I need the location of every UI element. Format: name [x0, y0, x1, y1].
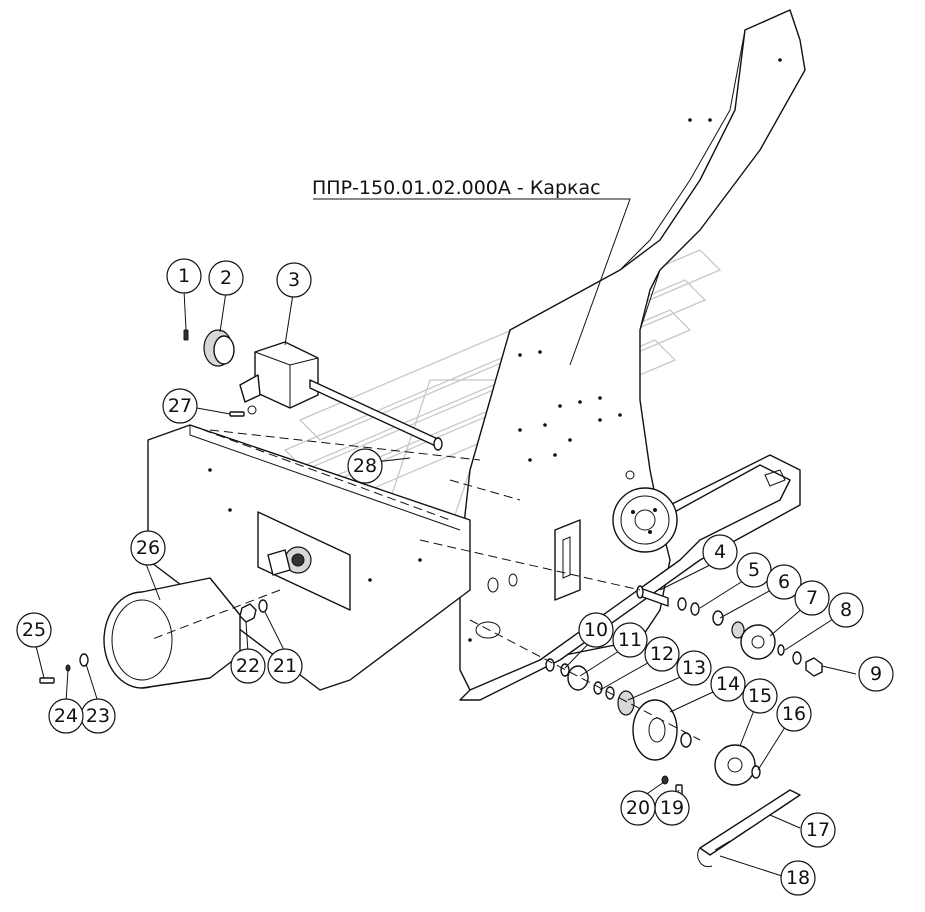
- callout-circle: [612, 622, 648, 658]
- callout-circle: [267, 648, 303, 684]
- callout-22: 22: [230, 648, 266, 684]
- callout-number: 22: [236, 655, 260, 677]
- callout-circle: [800, 812, 836, 848]
- callout-number: 9: [870, 663, 882, 685]
- callout-6: 6: [766, 564, 802, 600]
- callout-17: 17: [800, 812, 836, 848]
- callout-number: 27: [168, 395, 192, 417]
- callout-number: 5: [748, 559, 760, 581]
- callout-circle: [620, 790, 656, 826]
- callout-14: 14: [710, 666, 746, 702]
- callout-circle: [828, 592, 864, 628]
- callout-circle: [736, 552, 772, 588]
- callout-circle: [578, 612, 614, 648]
- callout-number: 26: [136, 537, 160, 559]
- callout-number: 25: [22, 619, 46, 641]
- callout-circle: [710, 666, 746, 702]
- callout-circle: [644, 636, 680, 672]
- callout-number: 24: [54, 705, 78, 727]
- callout-number: 17: [806, 819, 830, 841]
- callout-15: 15: [742, 678, 778, 714]
- callout-number: 13: [682, 657, 706, 679]
- lower-shaft-assembly: [545, 658, 761, 798]
- callout-circle: [766, 564, 802, 600]
- assembly-title: ППР-150.01.02.000А - Каркас: [312, 177, 601, 199]
- callout-3: 3: [276, 262, 312, 298]
- callout-number: 7: [806, 587, 818, 609]
- callout-24: 24: [48, 698, 84, 734]
- key-pin: [183, 329, 189, 341]
- callout-circle: [48, 698, 84, 734]
- callout-7: 7: [794, 580, 830, 616]
- callout-16: 16: [776, 696, 812, 732]
- callout-12: 12: [644, 636, 680, 672]
- callout-number: 20: [626, 797, 650, 819]
- callout-18: 18: [780, 860, 816, 896]
- callout-circle: [347, 448, 383, 484]
- assembly-axes: [149, 424, 701, 741]
- frame-sprocket: [612, 487, 678, 553]
- callout-number: 2: [220, 267, 232, 289]
- callout-circle: [702, 534, 738, 570]
- callout-circle: [208, 260, 244, 296]
- callout-number: 14: [716, 673, 740, 695]
- callout-13: 13: [676, 650, 712, 686]
- callout-number: 11: [618, 629, 642, 651]
- callout-circle: [16, 612, 52, 648]
- callout-number: 4: [714, 541, 726, 563]
- callout-11: 11: [612, 622, 648, 658]
- callout-21: 21: [267, 648, 303, 684]
- callout-circle: [230, 648, 266, 684]
- pin-27: [229, 411, 245, 417]
- callout-circle: [276, 262, 312, 298]
- callout-8: 8: [828, 592, 864, 628]
- callout-20: 20: [620, 790, 656, 826]
- title-label: ППР-150.01.02.000А - Каркас: [312, 177, 631, 366]
- callout-circle: [130, 530, 166, 566]
- callout-27: 27: [162, 388, 198, 424]
- callout-circle: [166, 258, 202, 294]
- callout-number: 8: [840, 599, 852, 621]
- frame-body: [147, 9, 806, 701]
- callout-number: 16: [782, 703, 806, 725]
- small-gear: [203, 329, 235, 367]
- left-fasteners: [39, 599, 268, 684]
- callout-number: 6: [778, 571, 790, 593]
- roller-chain: [697, 789, 801, 868]
- callout-number: 12: [650, 643, 674, 665]
- callout-10: 10: [578, 612, 614, 648]
- callout-4: 4: [702, 534, 738, 570]
- callout-25: 25: [16, 612, 52, 648]
- cylinder-housing: [103, 577, 241, 689]
- callout-circle: [676, 650, 712, 686]
- callout-23: 23: [80, 698, 116, 734]
- callout-19: 19: [654, 790, 690, 826]
- callout-circle: [162, 388, 198, 424]
- callout-number: 1: [178, 265, 190, 287]
- callout-circle: [858, 656, 894, 692]
- callout-9: 9: [858, 656, 894, 692]
- callout-number: 18: [786, 867, 810, 889]
- callout-circle: [794, 580, 830, 616]
- callout-26: 26: [130, 530, 166, 566]
- gearbox: [239, 341, 443, 451]
- callout-number: 3: [288, 269, 300, 291]
- callout-number: 28: [353, 455, 377, 477]
- callout-circle: [780, 860, 816, 896]
- bearing-plate: [257, 511, 351, 611]
- right-shaft-assembly: [636, 585, 823, 677]
- callout-28: 28: [347, 448, 383, 484]
- callout-number: 23: [86, 705, 110, 727]
- callout-number: 10: [584, 619, 608, 641]
- callout-2: 2: [208, 260, 244, 296]
- callout-1: 1: [166, 258, 202, 294]
- callout-number: 15: [748, 685, 772, 707]
- callout-number: 19: [660, 797, 684, 819]
- callout-number: 21: [273, 655, 297, 677]
- callout-circle: [776, 696, 812, 732]
- callout-5: 5: [736, 552, 772, 588]
- callout-circle: [742, 678, 778, 714]
